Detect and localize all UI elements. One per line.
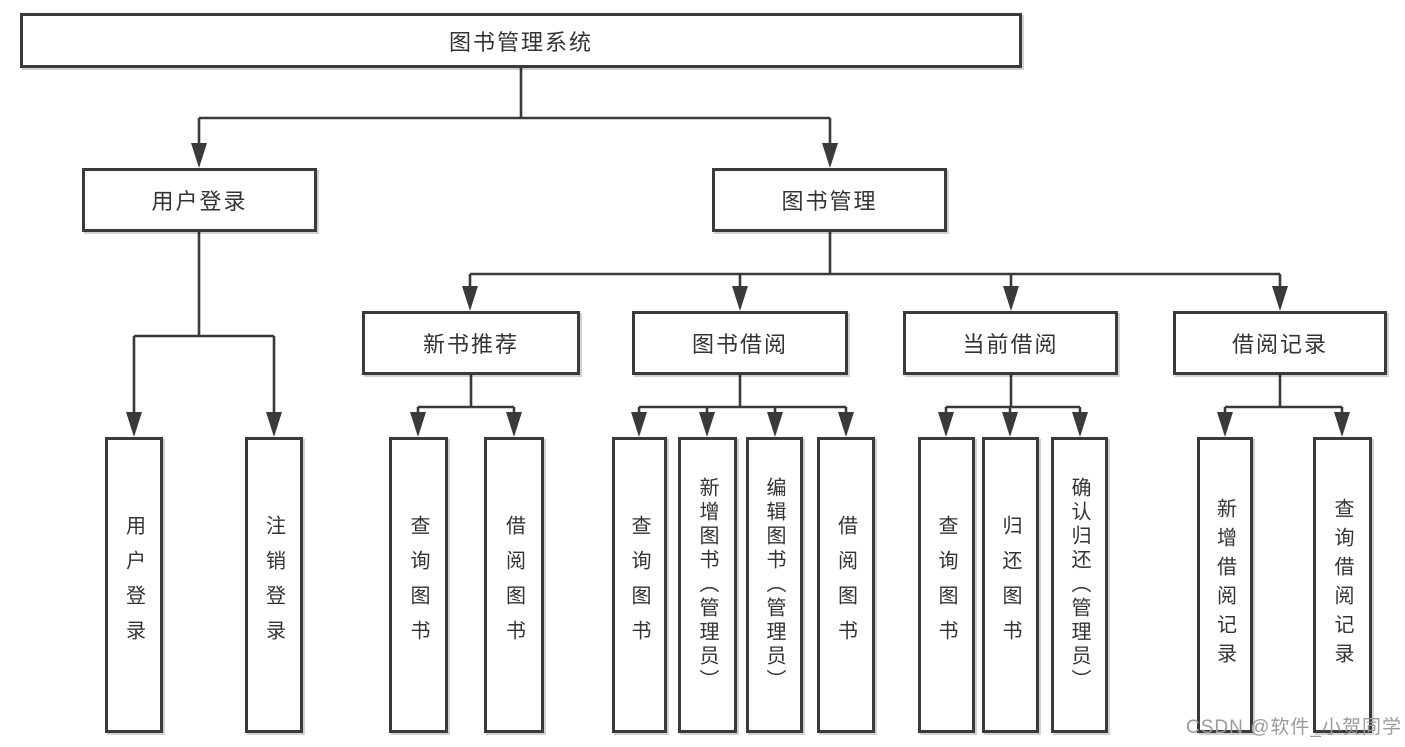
leaf-borrow-books: 借阅图书 xyxy=(817,437,875,733)
arrowhead-down-icon xyxy=(1072,412,1088,437)
leaf-return-books-label: 归还图书 xyxy=(999,515,1021,655)
node-book-borrowing-label: 图书借阅 xyxy=(691,332,788,357)
leaf-query-borrow-record-label: 查询借阅记录 xyxy=(1331,498,1353,672)
node-library-management-system: 图书管理系统 xyxy=(20,13,1022,68)
arrowhead-down-icon xyxy=(767,412,783,437)
leaf-query-books-recommend: 查询图书 xyxy=(389,437,448,733)
arrowhead-down-icon xyxy=(1217,412,1233,437)
leaf-add-books-admin-label: 新增图书（管理员） xyxy=(696,477,718,693)
arrowhead-down-icon xyxy=(1272,286,1288,311)
leaf-edit-books-admin: 编辑图书（管理员） xyxy=(746,437,803,733)
node-borrowing-records: 借阅记录 xyxy=(1173,311,1387,375)
arrowhead-down-icon xyxy=(506,412,522,437)
leaf-query-books-borrowing-label: 查询图书 xyxy=(628,515,650,655)
node-current-borrowing: 当前借阅 xyxy=(903,311,1118,375)
leaf-query-books-borrowing: 查询图书 xyxy=(612,437,667,733)
leaf-add-borrow-record-label: 新增借阅记录 xyxy=(1213,498,1236,672)
node-book-borrowing: 图书借阅 xyxy=(632,311,848,375)
node-user-login: 用户登录 xyxy=(82,168,317,232)
connector-newbook-to-leaves xyxy=(416,375,516,433)
node-new-book-recommend-label: 新书推荐 xyxy=(422,332,519,357)
leaf-query-borrow-record: 查询借阅记录 xyxy=(1313,437,1372,733)
node-root-label: 图书管理系统 xyxy=(448,29,593,55)
watermark-text: CSDN @软件_小贺同学 xyxy=(1186,717,1402,738)
node-book-management: 图书管理 xyxy=(712,168,947,232)
arrowhead-down-icon xyxy=(732,286,748,311)
arrowhead-down-icon xyxy=(1334,412,1350,437)
leaf-borrow-books-recommend: 借阅图书 xyxy=(484,437,544,733)
connector-bookborrow-to-leaves xyxy=(637,375,848,433)
arrowhead-down-icon xyxy=(410,412,426,437)
leaf-return-books: 归还图书 xyxy=(982,437,1039,733)
node-borrowing-records-label: 借阅记录 xyxy=(1231,332,1328,357)
leaf-query-books-recommend-label: 查询图书 xyxy=(407,515,429,655)
leaf-borrow-books-recommend-label: 借阅图书 xyxy=(502,515,525,655)
leaf-logout-label: 注销登录 xyxy=(262,515,285,655)
connector-borrowrecords-to-leaves xyxy=(1223,375,1344,433)
leaf-add-books-admin: 新增图书（管理员） xyxy=(678,437,737,733)
connector-userlogin-to-leaves xyxy=(132,232,276,433)
arrowhead-down-icon xyxy=(126,412,142,437)
connector-root-to-level2 xyxy=(197,68,832,164)
leaf-add-borrow-record: 新增借阅记录 xyxy=(1197,437,1253,733)
arrowhead-down-icon xyxy=(1003,286,1019,311)
arrowhead-down-icon xyxy=(462,286,478,311)
arrowhead-down-icon xyxy=(266,412,282,437)
leaf-query-books-current-label: 查询图书 xyxy=(935,515,957,655)
arrowhead-down-icon xyxy=(631,412,647,437)
node-current-borrowing-label: 当前借阅 xyxy=(962,332,1059,357)
leaf-borrow-books-label: 借阅图书 xyxy=(834,515,857,655)
arrowhead-down-icon xyxy=(822,143,838,168)
node-new-book-recommend: 新书推荐 xyxy=(362,311,580,375)
leaf-user-login-label: 用户登录 xyxy=(122,515,145,655)
arrowhead-down-icon xyxy=(838,412,854,437)
connector-bookmgmt-to-level3 xyxy=(468,232,1282,307)
arrowhead-down-icon xyxy=(938,412,954,437)
arrowhead-down-icon xyxy=(191,143,207,168)
leaf-logout: 注销登录 xyxy=(245,437,303,733)
leaf-confirm-return-admin: 确认归还（管理员） xyxy=(1051,437,1108,733)
leaf-edit-books-admin-label: 编辑图书（管理员） xyxy=(763,477,785,693)
leaf-confirm-return-admin-label: 确认归还（管理员） xyxy=(1068,477,1090,693)
leaf-query-books-current: 查询图书 xyxy=(918,437,975,733)
node-book-management-label: 图书管理 xyxy=(781,189,878,214)
arrowhead-down-icon xyxy=(699,412,715,437)
leaf-user-login: 用户登录 xyxy=(105,437,163,733)
arrowhead-down-icon xyxy=(1002,412,1018,437)
node-user-login-label: 用户登录 xyxy=(151,189,248,214)
